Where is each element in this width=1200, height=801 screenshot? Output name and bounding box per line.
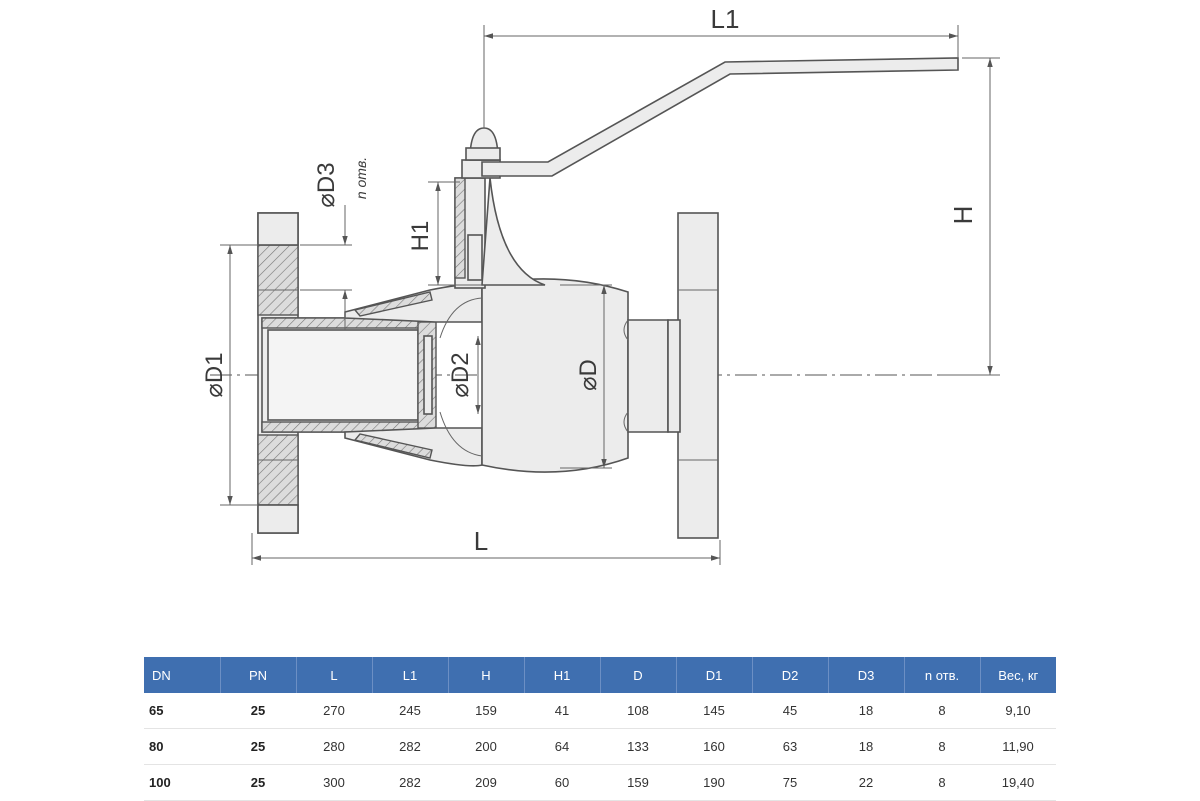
handle-lever [481, 57, 959, 177]
table-cell: 45 [752, 693, 828, 729]
label-L: L [474, 526, 488, 556]
table-cell: 159 [600, 764, 676, 801]
table-cell: 282 [372, 764, 448, 801]
table-cell: 100 [144, 764, 220, 801]
label-H: H [948, 206, 978, 225]
table-cell: 9,10 [980, 693, 1056, 729]
table-cell: 8 [904, 693, 980, 729]
table-cell: 245 [372, 693, 448, 729]
seat-ring [417, 321, 437, 429]
col-header-d: D [600, 657, 677, 693]
label-L1: L1 [711, 4, 740, 34]
col-header-d3: D3 [828, 657, 905, 693]
dim-H1: H1 [407, 181, 482, 286]
table-cell: 209 [448, 764, 524, 801]
table-cell: 300 [296, 764, 372, 801]
col-header-l1: L1 [372, 657, 449, 693]
table-cell: 75 [752, 764, 828, 801]
dim-L1: L1 [483, 4, 959, 128]
col-header-d1: D1 [676, 657, 753, 693]
table-row: 65 25 270 245 159 41 108 145 45 18 8 9,1… [144, 693, 1056, 729]
table-cell: 190 [676, 764, 752, 801]
table-row: 100 25 300 282 209 60 159 190 75 22 8 19… [144, 764, 1056, 801]
label-D: ⌀D [575, 359, 602, 391]
dim-D3: ⌀D3 n отв. [300, 157, 369, 330]
table-cell: 8 [904, 764, 980, 801]
dim-D2: ⌀D2 [447, 336, 481, 414]
dim-D: ⌀D [560, 284, 612, 469]
table-cell: 63 [752, 728, 828, 765]
table-cell: 11,90 [980, 728, 1056, 765]
label-D2: ⌀D2 [447, 352, 474, 397]
col-header-weight: Вес, кг [980, 657, 1056, 693]
table-cell: 64 [524, 728, 600, 765]
table-cell: 65 [144, 693, 220, 729]
col-header-dn: DN [144, 657, 221, 693]
table-cell: 145 [676, 693, 752, 729]
table-cell: 22 [828, 764, 904, 801]
dim-D1: ⌀D1 [201, 244, 258, 506]
table-cell: 160 [676, 728, 752, 765]
table-cell: 18 [828, 728, 904, 765]
table-cell: 282 [372, 728, 448, 765]
table-cell: 8 [904, 728, 980, 765]
table-cell: 25 [220, 764, 296, 801]
table-cell: 159 [448, 693, 524, 729]
label-H1: H1 [407, 221, 434, 252]
dim-L: L [251, 526, 721, 565]
col-header-n-holes: n отв. [904, 657, 981, 693]
right-flange [667, 212, 719, 539]
table-cell: 80 [144, 728, 220, 765]
table-row: 80 25 280 282 200 64 133 160 63 18 8 11,… [144, 728, 1056, 765]
label-D1: ⌀D1 [201, 352, 228, 397]
col-header-pn: PN [220, 657, 297, 693]
table-cell: 280 [296, 728, 372, 765]
table-cell: 25 [220, 693, 296, 729]
table-cell: 108 [600, 693, 676, 729]
table-cell: 270 [296, 693, 372, 729]
spec-table: DN PN L L1 H H1 D D1 D2 D3 n отв. Вес, к… [144, 657, 1056, 801]
table-cell: 19,40 [980, 764, 1056, 801]
table-cell: 200 [448, 728, 524, 765]
right-neck [623, 319, 669, 433]
table-cell: 25 [220, 728, 296, 765]
left-pipe [261, 317, 425, 433]
label-D3: ⌀D3 [313, 162, 340, 207]
table-cell: 60 [524, 764, 600, 801]
col-header-l: L [296, 657, 373, 693]
table-cell: 133 [600, 728, 676, 765]
col-header-h: H [448, 657, 525, 693]
ball-valve-drawing: L L1 H H1 ⌀D3 n отв. ⌀D1 ⌀D [201, 4, 1000, 565]
table-header-row: DN PN L L1 H H1 D D1 D2 D3 n отв. Вес, к… [144, 657, 1056, 693]
label-n-holes: n отв. [353, 157, 369, 199]
col-header-d2: D2 [752, 657, 829, 693]
col-header-h1: H1 [524, 657, 601, 693]
table-cell: 41 [524, 693, 600, 729]
dim-H: H [940, 57, 1000, 376]
table-cell: 18 [828, 693, 904, 729]
stem-assembly [454, 127, 546, 289]
